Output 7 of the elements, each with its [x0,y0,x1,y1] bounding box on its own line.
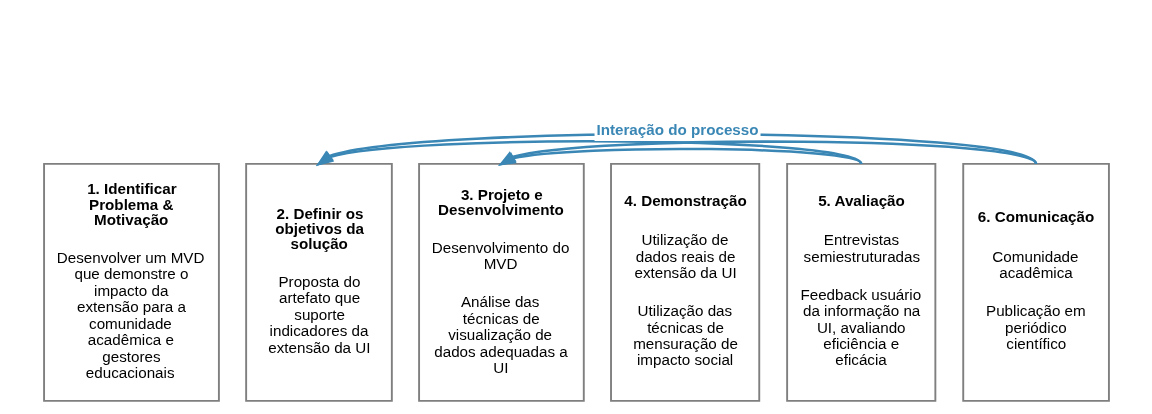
node-box: 4. Demonstração Utilização de dados reais de extensão da UI Utilização das técnicas de mensuração de impacto social [609,162,760,402]
node-box: 3. Projeto e Desenvolvimento Desenvolvimento do MVD Análise das técnicas de visualização de dados adequadas a UI [417,162,585,402]
node-box: 1. Identificar Problema & Motivação Desenvolver um MVD que demonstre o impacto da extensão para a comunidade acadêmica e gestores educacionais [42,162,220,402]
edge-label: Interação do processo [595,120,759,138]
node-box: 6. Comunicação Comunidade acadêmica Publicação em periódico científico [961,162,1110,402]
node-box: 5. Avaliação Entrevistas semiestruturadas Feedback usuário da informação na UI, avaliando eficiência e eficácia [785,162,936,402]
node-box: 2. Definir os objetivos da solução Proposta do artefato que suporte indicadores da extensão da UI [244,162,393,402]
